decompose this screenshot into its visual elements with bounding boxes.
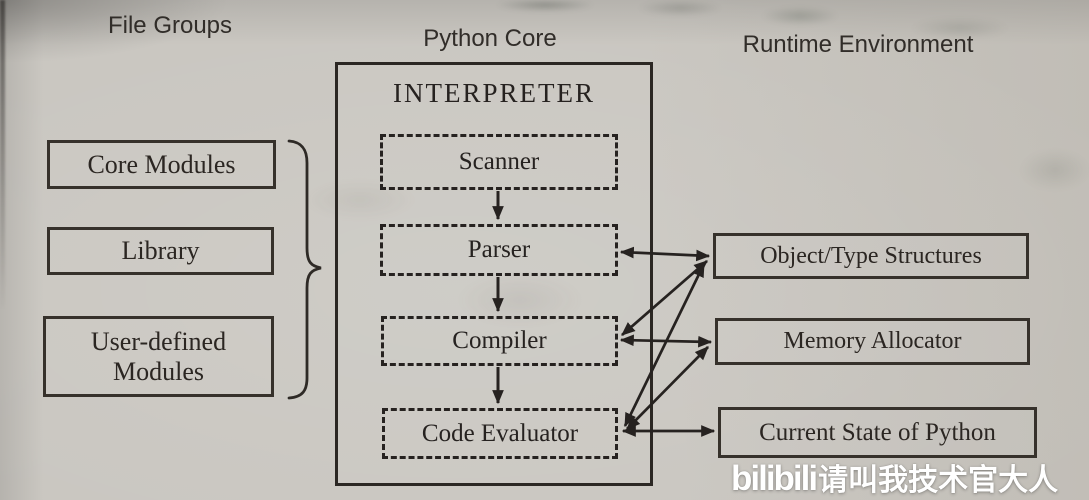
box-object-type-structures-label: Object/Type Structures <box>760 242 982 269</box>
box-core-modules-label: Core Modules <box>87 149 236 179</box>
watermark-text: 请叫我技术官大人 <box>818 464 1059 497</box>
box-library: Library <box>47 227 274 275</box>
column-header-python-core: Python Core <box>423 25 557 52</box>
file-groups-brace <box>287 139 322 400</box>
box-library-label: Library <box>121 236 200 266</box>
box-memory-allocator-label: Memory Allocator <box>783 328 962 354</box>
box-current-state-of-python: Current State of Python <box>718 407 1037 458</box>
box-core-modules: Core Modules <box>47 140 276 189</box>
stage-compiler-label: Compiler <box>452 327 547 354</box>
box-user-defined-modules: User-defined Modules <box>43 316 274 397</box>
stage-parser-label: Parser <box>467 236 531 263</box>
box-current-state-of-python-label: Current State of Python <box>759 418 996 446</box>
column-header-runtime-environment: Runtime Environment <box>742 31 974 58</box>
watermark: bilibili 请叫我技术官大人 <box>731 455 1058 499</box>
stage-box-code-evaluator: Code Evaluator <box>382 408 618 459</box>
box-user-defined-modules-label: User-defined Modules <box>90 326 227 386</box>
box-memory-allocator: Memory Allocator <box>715 318 1030 365</box>
stage-box-parser: Parser <box>380 224 618 276</box>
bilibili-logo: bilibili <box>731 459 818 498</box>
column-header-file-groups: File Groups <box>107 12 233 39</box>
stage-code-evaluator-label: Code Evaluator <box>421 419 579 447</box>
stage-scanner-label: Scanner <box>458 148 540 175</box>
stage-box-compiler: Compiler <box>381 316 618 366</box>
box-object-type-structures: Object/Type Structures <box>713 233 1029 279</box>
stage-box-scanner: Scanner <box>380 134 618 190</box>
interpreter-title: INTERPRETER <box>393 78 595 108</box>
photo-edge-shadow <box>0 0 5 310</box>
